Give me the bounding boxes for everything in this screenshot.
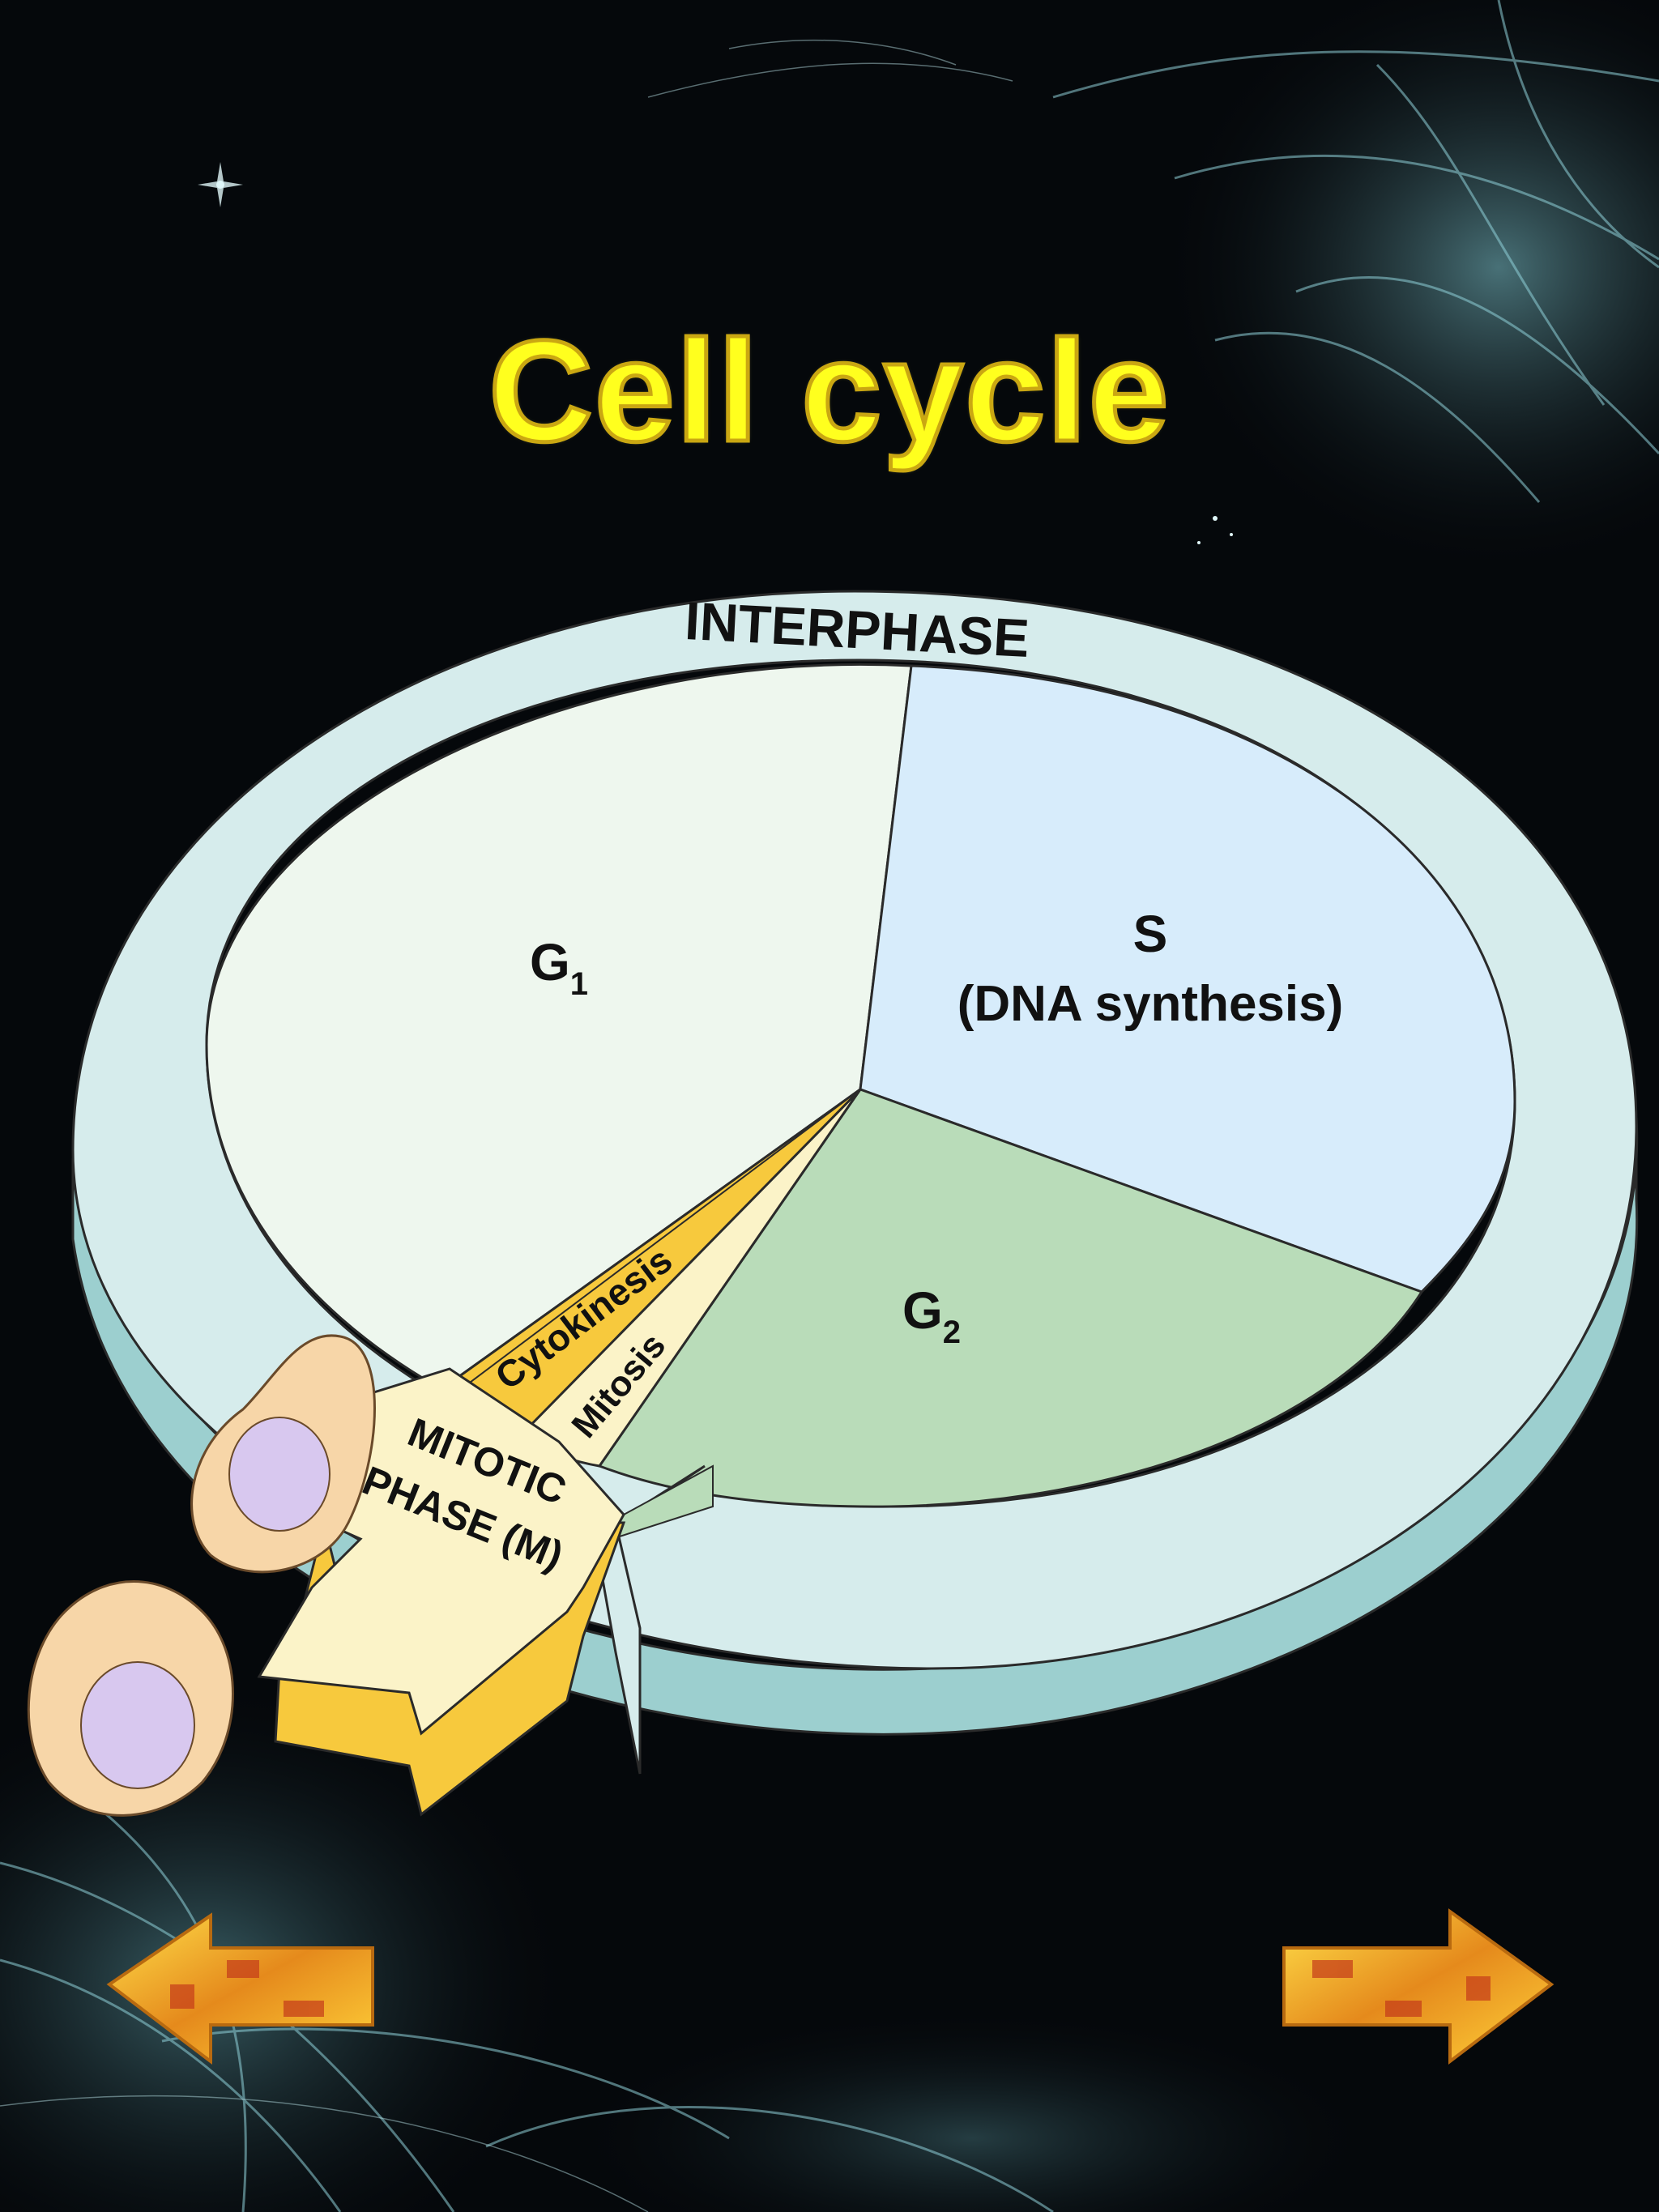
g2-label: G2: [902, 1281, 961, 1350]
next-slide-button[interactable]: [1282, 1908, 1555, 2065]
s-sector: [859, 664, 1516, 1294]
prev-slide-button[interactable]: [106, 1912, 374, 2065]
dividing-cell-upper: [190, 1334, 376, 1574]
g1-letter: G: [530, 933, 570, 991]
s-label: S: [1133, 905, 1168, 963]
g2-letter: G: [902, 1281, 943, 1340]
daughter-cell-lower: [27, 1580, 234, 1817]
slide-title: Cell cycle: [487, 309, 1171, 474]
left-arrow-texture: [170, 1960, 324, 2017]
right-arrow-icon: [1282, 1908, 1555, 2065]
left-arrow-icon: [106, 1912, 374, 2065]
g1-subscript: 1: [570, 966, 588, 1002]
g2-subscript: 2: [943, 1315, 961, 1350]
g1-sector: [205, 663, 913, 1391]
s-sub-label: (DNA synthesis): [957, 976, 1344, 1032]
right-arrow-texture: [1312, 1960, 1491, 2017]
g1-label: G1: [530, 933, 588, 1002]
